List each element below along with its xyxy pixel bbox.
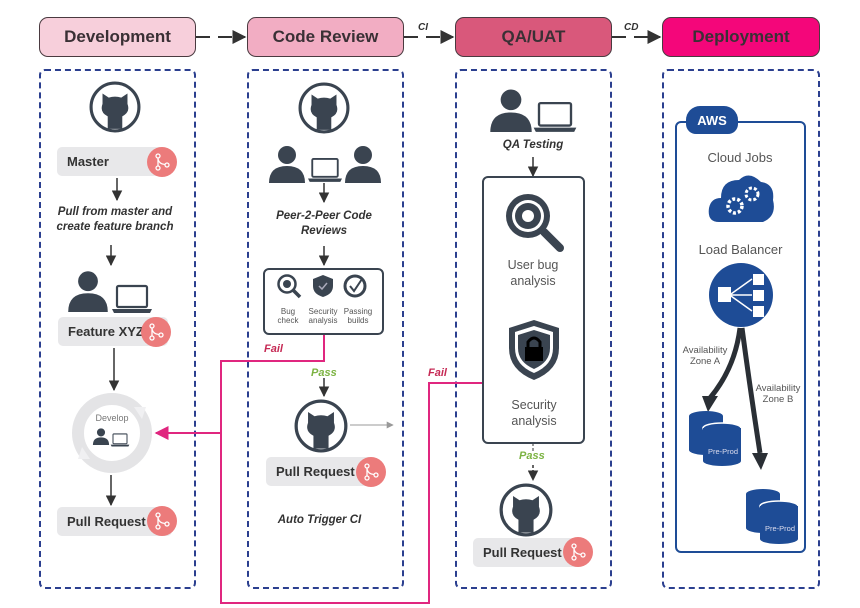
security-shield-icon — [313, 275, 333, 297]
laptop-icon — [308, 157, 342, 183]
stage-development: Development — [39, 17, 196, 57]
review-checks-box — [263, 268, 384, 335]
aws-label: AWS — [697, 112, 727, 128]
laptop-icon — [110, 433, 130, 447]
cloud-jobs-icon — [708, 175, 774, 222]
qa-pass-label: Pass — [519, 450, 545, 462]
aws-badge: AWS — [686, 106, 738, 134]
cr-pass-label: Pass — [311, 367, 337, 379]
feature-label: Feature XYZ — [68, 324, 144, 339]
load-balancer-icon — [709, 263, 773, 327]
database-icon — [746, 489, 799, 544]
aws-container — [675, 121, 806, 553]
peer-review-caption: Peer-2-Peer Code Reviews — [276, 210, 372, 237]
branch-icon — [563, 537, 593, 567]
cycle-icon — [72, 393, 152, 473]
ci-label: CI — [418, 22, 428, 33]
stage-label: QA/UAT — [501, 27, 566, 46]
branch-icon — [147, 147, 177, 177]
lane-qa-uat — [455, 69, 612, 589]
cr-pull-request-pill[interactable]: Pull Request — [266, 457, 376, 486]
stage-label: Deployment — [692, 27, 790, 46]
pull-from-master-caption: Pull from master and create feature bran… — [56, 206, 174, 233]
lane-development — [39, 69, 196, 589]
master-label: Master — [67, 154, 109, 169]
passing-builds-icon — [343, 274, 367, 298]
branch-icon — [141, 317, 171, 347]
pull-request-label: Pull Request — [67, 514, 146, 529]
fail-loop-line — [220, 335, 482, 604]
stage-deployment: Deployment — [662, 17, 820, 57]
branch-icon — [147, 506, 177, 536]
cr-fail-label: Fail — [264, 343, 283, 355]
preprod-a-label: Pre-Prod — [707, 447, 738, 456]
auto-trigger-ci-caption: Auto Trigger CI — [277, 514, 362, 526]
laptop-icon — [533, 101, 577, 133]
load-balancer-label: Load Balancer — [698, 242, 783, 257]
github-icon — [89, 81, 141, 133]
pull-request-label: Pull Request — [483, 545, 562, 560]
security-analysis-label: Security analysis — [308, 307, 338, 325]
qa-testing-caption: QA Testing — [502, 139, 564, 151]
lane-deployment — [662, 69, 820, 589]
branch-icon — [356, 457, 386, 487]
bug-search-icon — [506, 194, 564, 252]
database-icon — [689, 411, 742, 466]
stage-label: Development — [64, 27, 171, 46]
passing-builds-label: Passing builds — [343, 307, 373, 325]
security-analysis-label: Security analysis — [511, 398, 557, 428]
github-icon — [499, 483, 553, 537]
qa-fail-label: Fail — [428, 367, 447, 379]
user-bug-analysis-label: User bug analysis — [507, 258, 559, 288]
preprod-b-label: Pre-Prod — [764, 524, 795, 533]
bug-check-icon — [277, 274, 302, 299]
stage-label: Code Review — [272, 27, 379, 46]
zone-b-label: Availability Zone B — [755, 383, 801, 405]
zone-a-label: Availability Zone A — [682, 345, 728, 367]
stage-qa-uat: QA/UAT — [455, 17, 612, 57]
develop-cycle: Develop — [72, 393, 152, 473]
laptop-icon — [110, 284, 154, 314]
developer-person-icon — [92, 427, 110, 445]
pull-request-label: Pull Request — [276, 464, 355, 479]
develop-label: Develop — [95, 413, 129, 423]
github-icon — [294, 399, 348, 453]
developer-person-icon — [66, 268, 110, 312]
bug-check-label: Bug check — [277, 307, 299, 325]
qa-analysis-box — [482, 176, 585, 444]
lane-code-review — [247, 69, 404, 589]
reviewer-person-icon — [267, 143, 307, 183]
qa-person-icon — [488, 86, 534, 132]
cloud-jobs-label: Cloud Jobs — [707, 150, 773, 165]
stage-code-review: Code Review — [247, 17, 404, 57]
stage-connectors — [196, 30, 662, 44]
github-icon — [298, 82, 350, 134]
security-lock-icon — [509, 320, 559, 380]
reviewer-person-icon — [343, 143, 383, 183]
zone-arrows — [702, 327, 768, 470]
cd-label: CD — [624, 22, 639, 33]
